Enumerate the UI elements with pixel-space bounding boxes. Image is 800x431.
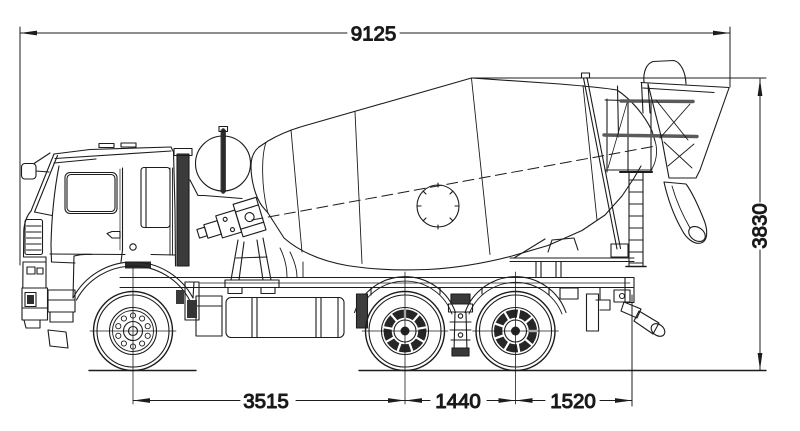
dim-overall-length: 9125 [19,22,731,266]
drum-front-pedestal [224,237,304,295]
mixer-drum [250,77,658,271]
front-mud-flap [47,329,69,349]
ladder [625,171,647,268]
roof-marker-lamp [120,142,137,148]
front-fender [72,253,200,321]
discharge-chute-folded [663,181,708,244]
behind-cab-equipment [169,125,304,295]
rear-wheel-1 [361,271,449,405]
rear-side-panel [125,166,171,269]
dim-label-overall-length: 9125 [351,22,397,45]
mirror [20,152,51,180]
drum-rear-support [509,237,635,279]
drum-drive-gearbox [196,196,267,239]
dim-label-wheelbase: 3515 [243,390,289,413]
roof-marker-lamp [98,142,115,149]
rear-chute-assembly [595,286,666,337]
fuel-cap [129,243,137,251]
rear-wheel-2 [472,271,559,405]
drum-manhole [416,182,460,230]
grille [24,218,44,256]
loading-hopper [640,81,730,179]
fuel-tank [225,296,345,339]
chassis-frame [119,276,635,339]
dim-label-tandem: 1440 [435,390,481,413]
front-wheel-mud-flap [184,281,200,321]
rear-mud-flap [585,293,600,332]
front-wheel-bolts [115,312,151,350]
equalizer-beam [447,293,474,357]
cab [20,142,200,349]
headlight [24,291,37,308]
door-handle [106,230,121,239]
drum-axis-centerline [251,145,657,221]
rear-equipment [580,59,730,337]
battery-box [195,295,223,337]
dim-overall-height: 3830 [471,77,772,371]
dim-bottom-chain: 3515 1440 1520 [132,294,633,413]
door [50,165,124,263]
bogie-front-mud-flap [355,293,369,329]
dim-label-overall-height: 3830 [749,203,772,249]
water-tank [189,125,252,200]
hopper-lid [643,59,687,85]
step-well [125,261,151,269]
front-bumper [21,287,69,349]
front-wheel [89,267,177,405]
cab-steps [47,289,76,323]
platform-railing [602,85,699,173]
chute-rod [580,72,629,258]
dim-label-rear-overhang: 1520 [550,390,596,413]
